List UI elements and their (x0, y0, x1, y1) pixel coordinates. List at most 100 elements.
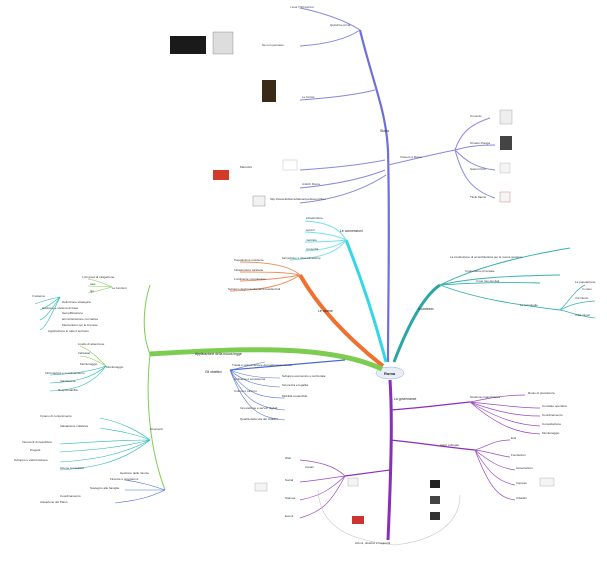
orange-link-3 (239, 274, 301, 282)
top-sub-trunk (387, 149, 456, 166)
green-g1-item-5: Definizione strategica (62, 300, 91, 304)
green-g2-link-5 (49, 365, 107, 392)
purple-group-1-label: Struttura organizzativa (470, 395, 500, 399)
branch-purple-trunk (386, 379, 393, 541)
green-g2-link-1 (79, 345, 107, 367)
green-g2-item-5: Monitoraggio (80, 362, 98, 366)
branch-green-label: Applicazione della nuova legge (195, 352, 242, 356)
green-g2-link-2 (79, 355, 107, 367)
green-g1-link-1 (87, 278, 113, 288)
blue-link-6 (229, 369, 286, 421)
green-g2-item-4: Valutazione (60, 379, 76, 383)
purple-footer-arc (317, 489, 461, 546)
thumbnail-purple-3 (430, 496, 440, 504)
purple-group-2-sub-2 (474, 449, 511, 458)
blue-item-7: Innovazione e servizi digitali (240, 406, 278, 410)
thumbnail-site (252, 195, 266, 207)
top-sub-item-3: Gianni Polo (470, 167, 486, 171)
branch-top-label: Storia (380, 129, 389, 133)
branch-top-link-1 (299, 7, 361, 31)
branch-top[interactable]: Storia I suoi 7/10 leprosi Quindi la pri… (170, 5, 390, 363)
thumbnail-purple-5 (352, 516, 364, 524)
branch-teal-trunk (392, 283, 441, 363)
purple-group-2-item-2: Fondazioni (511, 453, 526, 457)
branch-teal-label: Il contesto (418, 307, 434, 311)
purple-group-3-label: Canali (305, 465, 314, 469)
center-node[interactable]: Roma (375, 366, 405, 380)
green-g3-item-4: Progetti (30, 448, 41, 452)
branch-top-link-4 (299, 159, 386, 171)
branch-cyan[interactable]: Le connessioni infrastrutture servizi me… (282, 216, 388, 363)
orange-link-1 (239, 261, 301, 276)
top-item-5: Marcolini (240, 165, 252, 169)
teal-sub-1 (559, 284, 586, 311)
teal-subitem-4: In caso (582, 287, 592, 291)
thumbnail-purple-4 (430, 512, 440, 520)
purple-group-2-link (389, 439, 476, 451)
top-sub-item-2: Orsetto Pianga (470, 141, 490, 145)
top-item-7: http://www.abbiamofattoarquebusos.it/its… (270, 197, 326, 201)
green-g3-item-11: Attuazione del Piano (40, 500, 68, 504)
green-g3-item-10: Coordinamento (60, 494, 81, 498)
green-g1-item-2: casi (90, 282, 96, 286)
green-g3-link-7 (124, 479, 166, 491)
blue-item-3: Sicurezza e legalità (282, 383, 308, 387)
blue-link-3 (229, 369, 281, 388)
green-g1-link-4 (34, 296, 61, 305)
blue-link-1 (229, 361, 266, 371)
teal-subitem-1: La popolazione (575, 280, 596, 284)
green-g1-link-7 (39, 296, 61, 331)
thumbnail-portrait (262, 80, 276, 102)
branch-cyan-label: Le connessioni (340, 229, 363, 233)
cyan-link-3 (304, 239, 347, 243)
green-g1-item-3: tipi (90, 289, 94, 293)
orange-item-1: Popolazione residente (234, 258, 264, 262)
purple-group-1-item-1: Ruolo di presidenza (528, 391, 555, 395)
green-g3-item-5: Sviluppo e valorizzazione (14, 458, 48, 462)
branch-orange[interactable]: Le risorse Popolazione residente Infrast… (228, 258, 385, 368)
purple-group-2-sub-1 (474, 439, 511, 451)
purple-group-1-item-3: Coordinamento (542, 413, 563, 417)
thumbnail-red-car (213, 170, 229, 180)
thumbnail-icon-1 (499, 162, 511, 174)
green-g3-link-4 (59, 439, 151, 453)
cyan-item-1: infrastrutture (306, 216, 323, 220)
top-sub-link-2 (454, 144, 496, 151)
branch-orange-trunk (298, 274, 385, 368)
thumbnail-grid (212, 31, 234, 55)
green-g3-item-1: Il piano di contenimento (40, 414, 72, 418)
top-sub-link-3 (454, 149, 496, 171)
branch-left-blue[interactable]: Gli obiettivi Tutela e valorizzazione de… (205, 359, 346, 421)
green-g1-link-2 (87, 285, 113, 288)
green-g3-item-8: Finanze e programmi (110, 477, 139, 481)
purple-group-1-sub-1 (469, 394, 526, 403)
branch-top-sub[interactable]: Il lavoro a Roma Il mondo Orsetto Pianga… (387, 109, 513, 203)
branch-green-trunk (149, 347, 384, 372)
cyan-link-5 (289, 239, 347, 261)
green-g3-item-2: Valutazione collettiva (60, 424, 88, 428)
top-item-6: Antichi Roma (302, 182, 320, 186)
thumbnail-purple-1 (347, 477, 359, 487)
green-g3-link-6 (59, 439, 151, 471)
green-g3-item-9: Sostegno alle famiglie (90, 486, 120, 490)
green-g3-item-6: Azione immediata (60, 466, 84, 470)
cyan-item-5: formazione e diversificazione (282, 256, 321, 260)
branch-right-bottom[interactable]: Struttura organizzativa Ruolo di preside… (254, 379, 568, 546)
top-sub-item-4: Titolo Mensi (470, 195, 486, 199)
thumbnail-icon-2 (499, 191, 511, 203)
cyan-item-3: mercato (306, 238, 317, 242)
branch-top-link-6 (299, 174, 387, 204)
green-g3-link-5 (59, 439, 151, 463)
purple-group-1-sub-2 (469, 401, 541, 409)
branch-right-teal[interactable]: Il contesto La costituzione di un'archit… (392, 247, 596, 363)
teal-item-1: La costituzione di un'architettura per l… (450, 255, 523, 259)
branch-left-green[interactable]: Applicazione della nuova legge Le funzio… (14, 275, 384, 504)
teal-subitem-5: Le tecnologie (520, 303, 538, 307)
teal-sub-3 (559, 309, 596, 319)
purple-group-1-link (389, 401, 471, 411)
teal-subitem-2: Il territorio (575, 296, 589, 300)
purple-group-2-item-3: Associazioni (516, 466, 533, 470)
green-trunk-to-group1 (143, 284, 151, 355)
green-g1-item-4: Il sistema (32, 294, 45, 298)
